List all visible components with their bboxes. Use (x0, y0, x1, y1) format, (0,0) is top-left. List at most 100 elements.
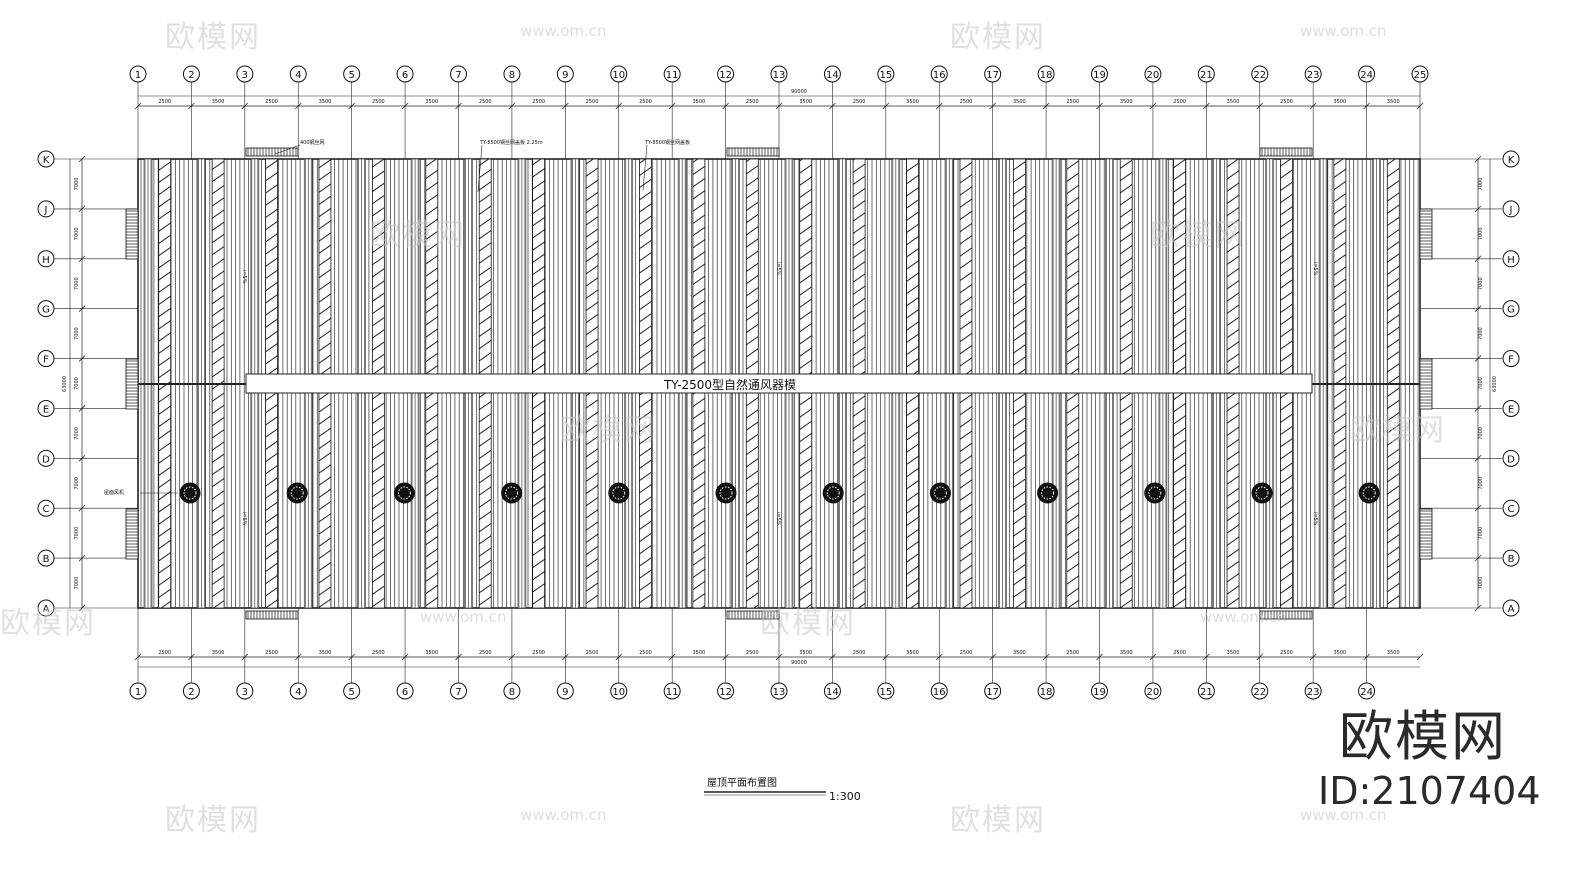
column-bubble-top-label: 13 (773, 70, 786, 81)
column-bubble-top-label: 23 (1307, 70, 1320, 81)
row-bubble-left-label: G (42, 305, 50, 316)
column-bubble-top-circle (877, 65, 895, 83)
row-bubble-right-label: D (1507, 454, 1515, 465)
dim-top-tick (615, 102, 623, 110)
dim-bottom-value: 3500 (1013, 650, 1026, 656)
dim-right-tick (1474, 405, 1482, 412)
dim-top-value: 2500 (265, 99, 278, 105)
row-bubble-left-label: K (43, 155, 50, 166)
column-bubble-bottom-label: 17 (986, 687, 999, 698)
row-bubble-right-label: F (1508, 355, 1514, 366)
dim-left-tick (78, 504, 86, 512)
slope-label-6: i=5% (1312, 512, 1318, 526)
canopy-right (1419, 508, 1433, 560)
column-bubble-bottom-circle (984, 682, 1002, 700)
dim-bottom-tick (775, 653, 783, 661)
dim-bottom-tick (1363, 653, 1370, 661)
column-bubble-top-label: 1 (135, 70, 141, 81)
dim-right-value: 7000 (1478, 178, 1484, 191)
row-bubble-right-circle (1502, 150, 1520, 168)
dim-top-tick (508, 102, 516, 110)
dim-bottom-tick (1203, 653, 1210, 661)
dim-top-value: 3500 (212, 99, 225, 105)
column-bubble-top-label: 9 (562, 70, 568, 81)
column-bubble-top-circle (129, 65, 147, 83)
dim-top-tick (1309, 102, 1317, 110)
dim-top-value: 2500 (1173, 99, 1186, 105)
column-bubble-bottom-circle (129, 682, 147, 700)
dim-top-value: 2500 (1280, 99, 1293, 105)
dim-top-value: 3500 (1387, 99, 1400, 105)
row-bubble-left-label: F (43, 355, 49, 366)
watermark-url: www.om.cn (520, 806, 607, 824)
row-bubble-left-label: E (43, 404, 49, 415)
watermark-logo: 欧模网 (950, 20, 1046, 55)
slope-label-4: i=5% (241, 512, 247, 526)
column-bubble-bottom-circle (1304, 682, 1322, 700)
row-bubble-left-circle (37, 200, 55, 218)
brand-stamp: 欧模网 ID:2107404 (1318, 706, 1541, 814)
watermark-logo: 欧模网 (1350, 413, 1446, 448)
column-bubble-top-circle (1091, 65, 1108, 83)
column-bubble-bottom-circle (930, 682, 948, 700)
brand-id: ID:2107404 (1318, 769, 1541, 813)
column-bubble-top-label: 24 (1360, 70, 1373, 81)
dim-bottom-tick (1309, 653, 1317, 661)
column-bubble-bottom-circle (877, 682, 895, 700)
dim-right-tick (1474, 604, 1482, 612)
dim-top-tick (668, 102, 676, 110)
dim-bottom-tick (294, 653, 302, 661)
column-bubble-bottom-label: 3 (242, 687, 248, 698)
column-grid-lines (137, 82, 1421, 683)
dim-top-tick (1149, 102, 1157, 110)
dim-top-tick (722, 102, 729, 110)
drawing-scale: 1:300 (829, 790, 861, 803)
column-bubble-bottom-label: 2 (188, 687, 194, 698)
dim-right-tick (1474, 554, 1482, 562)
column-bubble-top-label: 11 (666, 70, 679, 81)
canopy-left (125, 508, 139, 560)
dim-left-tick (78, 255, 86, 263)
dim-left-total-value: 63000 (62, 376, 68, 392)
watermark-logo: 欧模网 (1150, 218, 1246, 253)
dim-bottom-value: 3500 (1334, 650, 1347, 656)
column-bubble-bottom-circle (503, 682, 521, 700)
dim-right-tick (1474, 205, 1482, 213)
column-bubble-bottom-label: 7 (455, 687, 461, 698)
row-bubble-right-label: G (1507, 305, 1515, 316)
slope-label-3: i=5% (1312, 262, 1318, 276)
column-bubble-top-circle (770, 65, 788, 83)
column-bubble-bottom-circle (1144, 682, 1162, 700)
watermark-logo: 欧模网 (760, 606, 856, 641)
row-bubble-left-circle (37, 549, 55, 567)
roof-fan-icon (179, 482, 201, 504)
row-bubble-right-label: C (1508, 504, 1515, 515)
roof-fan-icon (286, 482, 308, 504)
dim-bottom-value: 3500 (693, 650, 706, 656)
roof-fan-inner (290, 486, 304, 500)
roof-fan-icon (393, 482, 415, 504)
column-bubble-bottom-label: 11 (666, 687, 679, 698)
watermark-url: www.om.cn (1200, 608, 1287, 626)
row-bubble-left-label: D (42, 454, 50, 465)
dim-right-value: 7000 (1478, 527, 1484, 540)
dim-top-value: 2500 (158, 99, 171, 105)
dim-left-value: 7000 (74, 178, 80, 191)
column-bubble-bottom-label: 22 (1253, 687, 1266, 698)
dim-left-tick (78, 355, 86, 362)
column-bubble-top-circle (1037, 65, 1055, 83)
dim-bottom-value: 3500 (1227, 650, 1240, 656)
row-bubble-right-label: E (1508, 404, 1514, 415)
dim-top-value: 2500 (532, 99, 545, 105)
dim-left-tick (78, 405, 86, 412)
roof-fan-icon (1358, 482, 1380, 504)
column-bubble-bottom-circle (823, 682, 841, 700)
row-bubble-left-circle (37, 250, 55, 268)
canopy-left (125, 208, 139, 260)
row-bubble-right-label: H (1507, 255, 1515, 266)
column-bubble-top-circle (717, 65, 735, 83)
row-bubble-left-circle (37, 350, 55, 368)
dim-top-value: 2500 (586, 99, 599, 105)
row-bubble-left-label: B (43, 554, 50, 565)
column-bubble-bottom-circle (717, 682, 735, 700)
